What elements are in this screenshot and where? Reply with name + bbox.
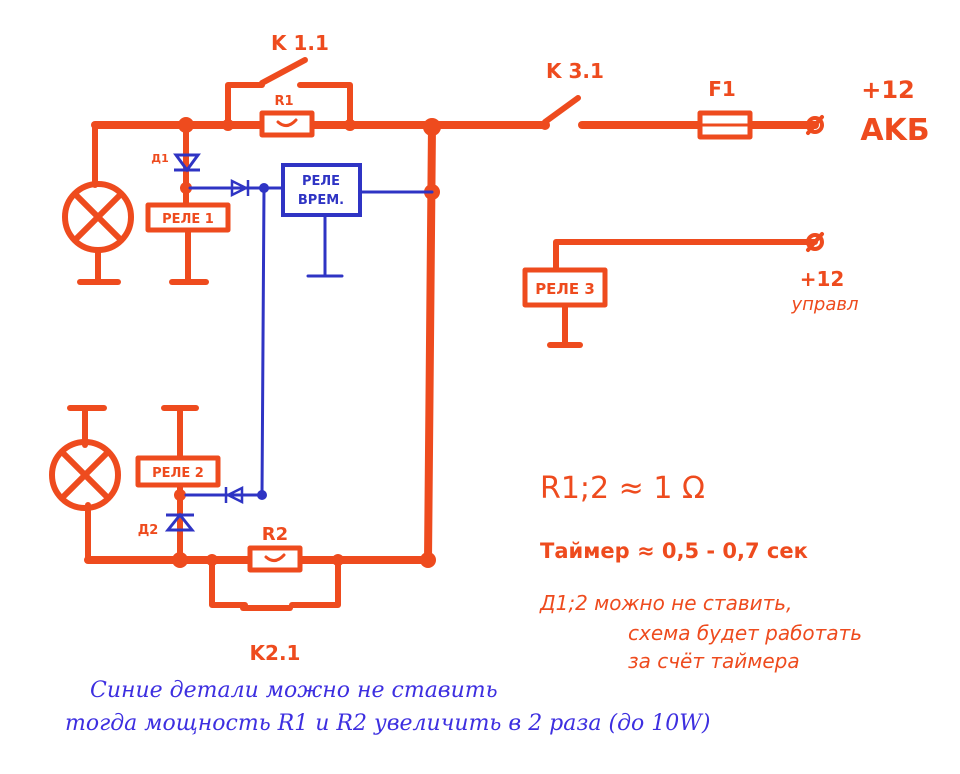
control-voltage-label: +12 (800, 267, 845, 291)
resistor-r1-icon (259, 110, 315, 138)
k31-label: K 3.1 (546, 59, 604, 83)
relay-1-label: РЕЛЕ 1 (162, 212, 214, 227)
diode-d1-icon (173, 153, 201, 173)
r2-label: R2 (262, 524, 288, 545)
diodes-note-1: Д1;2 можно не ставить, (539, 591, 792, 615)
timer-note: Таймер ≈ 0,5 - 0,7 сек (540, 539, 808, 563)
akb-label: AKБ (860, 113, 929, 148)
lamp-1-icon (62, 181, 134, 253)
diodes-note-3: за счёт таймера (628, 649, 800, 673)
terminal-control-icon (806, 232, 824, 252)
control-label: управл (791, 294, 859, 315)
terminal-akb-icon (806, 115, 824, 135)
timer-relay-box: РЕЛЕ ВРЕМ. (281, 163, 362, 217)
bottom-note-line-1: Синие детали можно не ставить (90, 678, 498, 703)
diode-upper-icon (230, 178, 250, 198)
akb-voltage-label: +12 (861, 76, 915, 104)
timer-relay-label-2: ВРЕМ. (298, 193, 344, 208)
resistance-note: R1;2 ≈ 1 Ω (540, 471, 705, 506)
k11-label: K 1.1 (271, 31, 329, 55)
relay-3-label: РЕЛЕ 3 (535, 280, 595, 298)
optional-wiring (184, 178, 434, 505)
relay-1-box: РЕЛЕ 1 (145, 202, 231, 233)
diode-d2-icon (164, 512, 196, 532)
d2-label: Д2 (138, 523, 159, 538)
diode-lower-icon (224, 485, 244, 505)
k21-label: K2.1 (250, 641, 301, 665)
r1-label: R1 (274, 94, 293, 109)
f1-label: F1 (708, 77, 736, 101)
lamp-2-icon (49, 439, 121, 511)
relay-3-box: РЕЛЕ 3 (522, 267, 608, 308)
timer-relay-label-1: РЕЛЕ (302, 174, 340, 189)
junction-dots (172, 117, 550, 568)
diodes-note-2: схема будет работать (628, 621, 862, 645)
power-wiring (67, 57, 819, 611)
resistor-r2-icon (247, 545, 303, 573)
d1-label: Д1 (151, 152, 168, 165)
fuse-f1-icon (697, 110, 753, 140)
bottom-note-line-2: тогда мощность R1 и R2 увеличить в 2 раз… (65, 711, 710, 736)
relay-2-label: РЕЛЕ 2 (152, 466, 204, 481)
relay-2-box: РЕЛЕ 2 (135, 455, 221, 488)
